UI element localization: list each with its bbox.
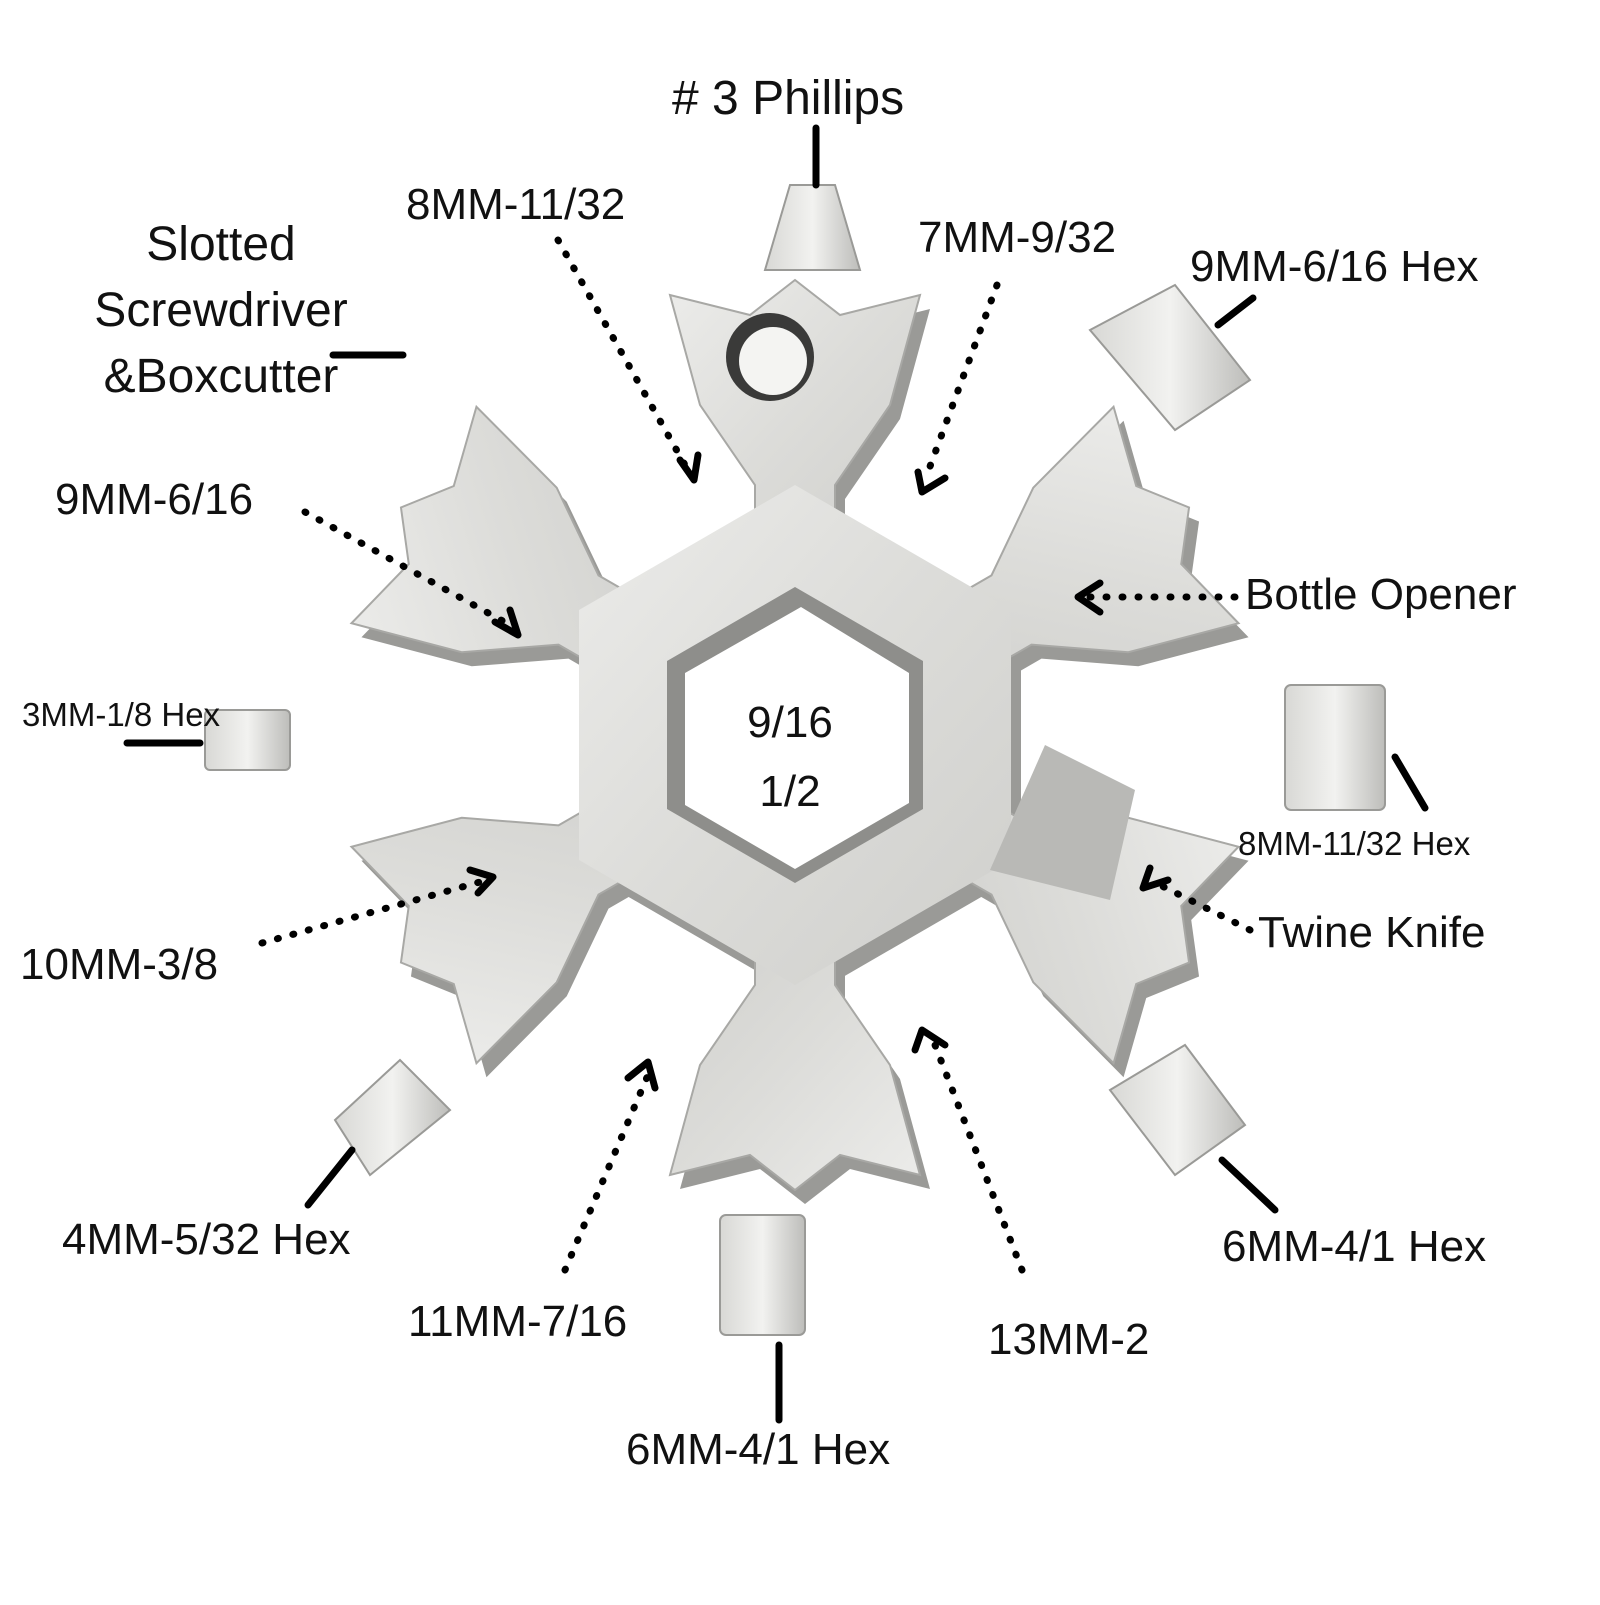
twine-knife-blade <box>990 745 1135 900</box>
label-9mm-6-16-hex: 9MM-6/16 Hex <box>1190 242 1479 291</box>
center-size-1-2: 1/2 <box>759 767 821 817</box>
label-8mm-11-32-hex: 8MM-11/32 Hex <box>1238 825 1471 862</box>
tool-body <box>337 279 1262 1204</box>
label-9mm-6-16: 9MM-6/16 <box>55 475 254 524</box>
label-7mm-9-32: 7MM-9/32 <box>918 213 1117 262</box>
callout-arrows <box>258 236 1254 1274</box>
hex-bits <box>204 184 1386 1336</box>
label-bottle-opener: Bottle Opener <box>1245 570 1517 619</box>
label-11mm-7-16: 11MM-7/16 <box>408 1297 628 1346</box>
label-4mm-5-32-hex: 4MM-5/32 Hex <box>62 1215 351 1264</box>
label-6mm-4-1-hex-right: 6MM-4/1 Hex <box>1222 1222 1487 1271</box>
label-6mm-4-1-hex-bottom: 6MM-4/1 Hex <box>626 1425 891 1474</box>
callout-lines <box>123 124 1429 1424</box>
arrow-heads <box>466 451 1172 1092</box>
label-slotted-line2: Screwdriver <box>94 283 348 337</box>
label-phillips: # 3 Phillips <box>672 72 905 125</box>
label-slotted-screwdriver: Slotted Screwdriver &Boxcutter <box>80 218 362 403</box>
center-hex-sizes: 9/16 1/2 <box>720 698 860 817</box>
label-3mm-1-8-hex: 3MM-1/8 Hex <box>22 696 221 733</box>
label-13mm-2: 13MM-2 <box>988 1315 1150 1364</box>
center-size-9-16: 9/16 <box>747 698 833 747</box>
label-slotted-line1: Slotted <box>146 218 296 271</box>
label-10mm-3-8: 10MM-3/8 <box>20 940 219 989</box>
label-twine-knife: Twine Knife <box>1258 908 1486 957</box>
label-8mm-11-32: 8MM-11/32 <box>406 180 626 229</box>
label-slotted-line3: &Boxcutter <box>103 349 339 403</box>
